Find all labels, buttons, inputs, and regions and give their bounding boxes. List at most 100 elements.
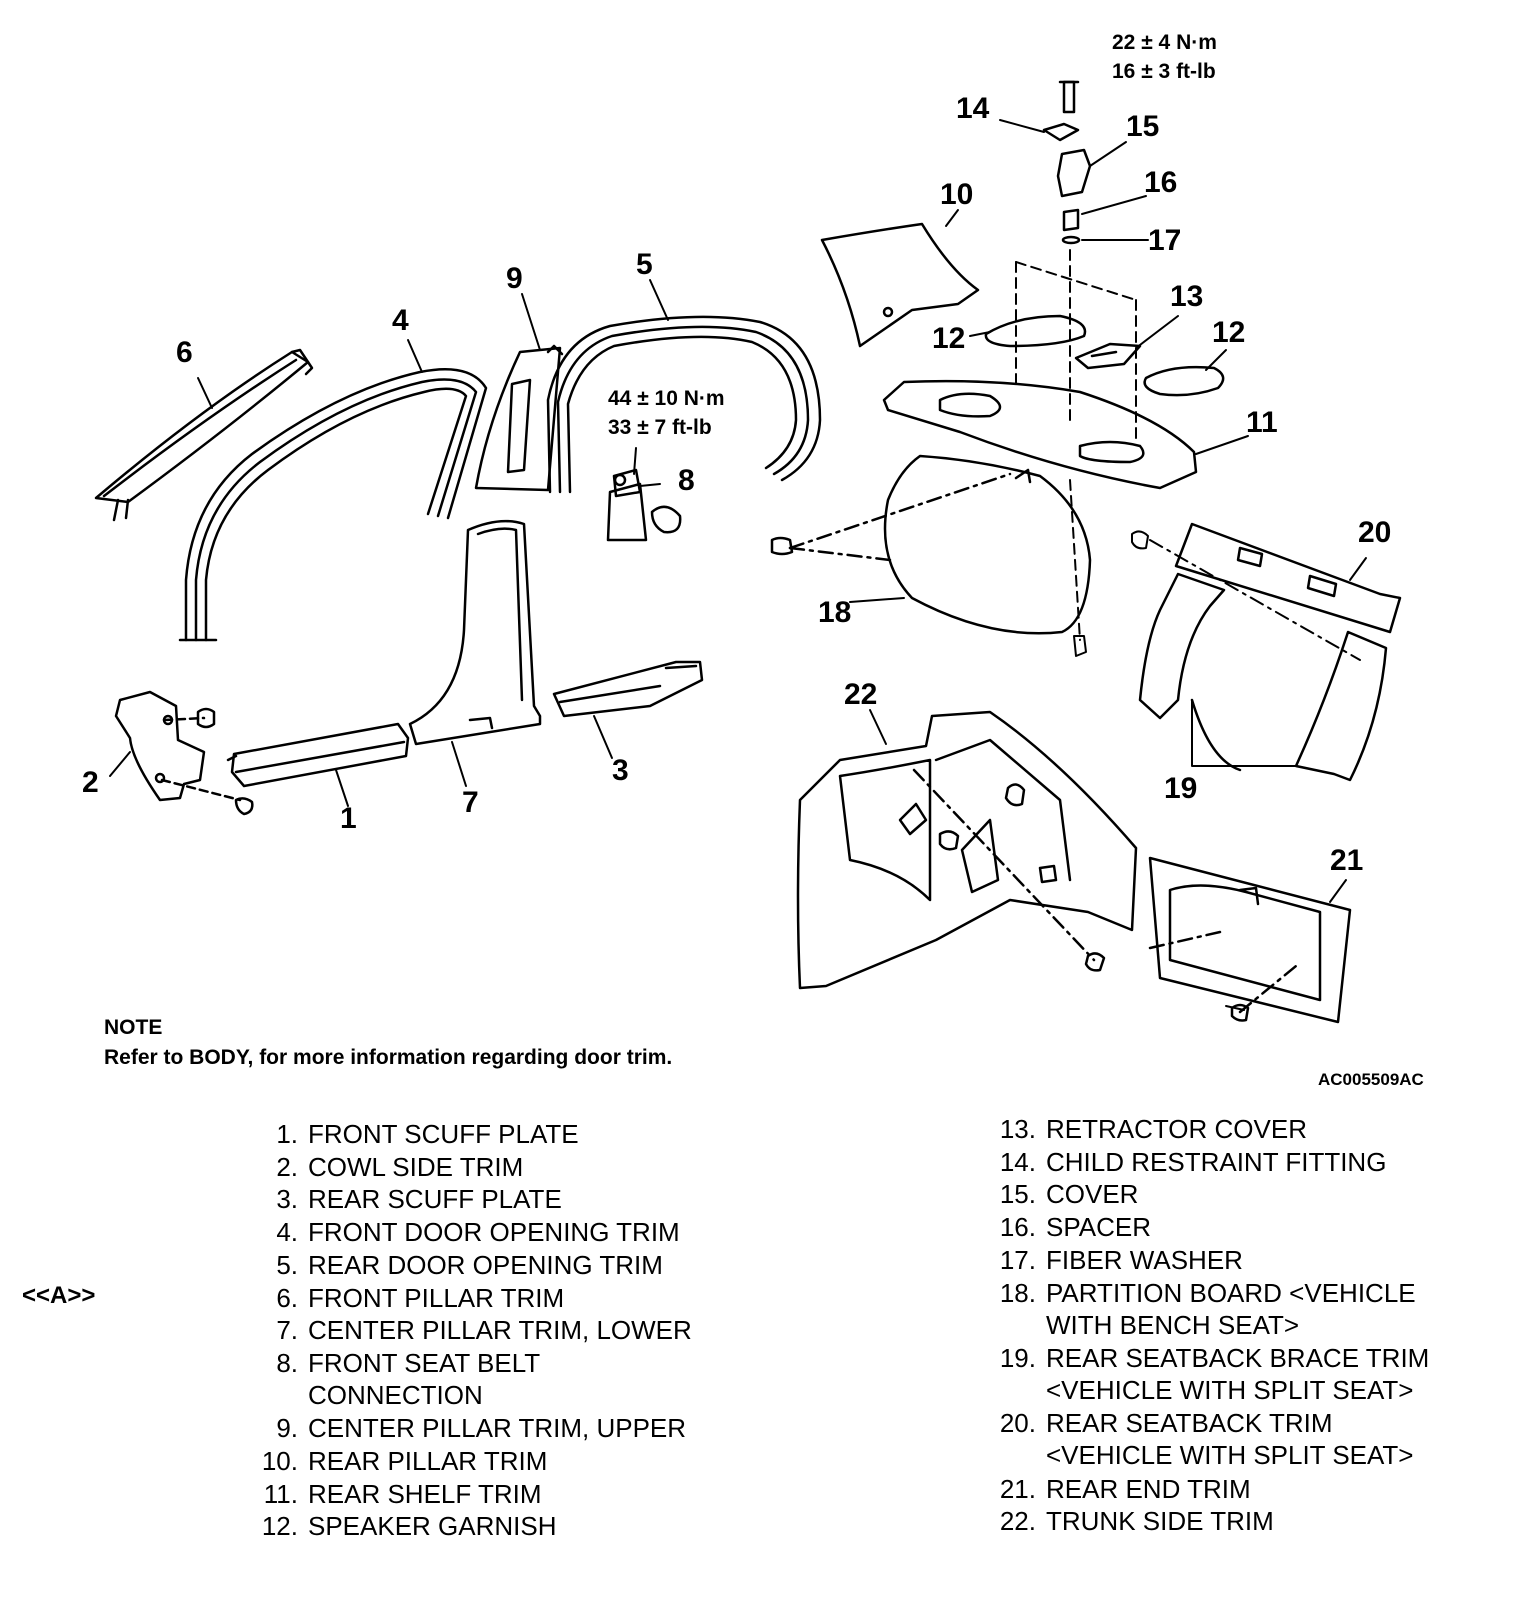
torque-belt-imperial: 33 ± 7 ft-lb	[608, 416, 712, 439]
note-text: Refer to BODY, for more information rega…	[104, 1046, 673, 1069]
legend-item-label: REAR SEATBACK TRIM<VEHICLE WITH SPLIT SE…	[1046, 1407, 1413, 1471]
front-pillar-trim-part	[94, 348, 314, 522]
legend-item-line: FRONT DOOR OPENING TRIM	[308, 1217, 680, 1248]
legend-item-line: CONNECTION	[308, 1379, 483, 1410]
legend-item-line: RETRACTOR COVER	[1046, 1114, 1307, 1144]
legend-item-line: <VEHICLE WITH SPLIT SEAT>	[1046, 1440, 1414, 1471]
front-scuff-plate-part	[226, 722, 410, 788]
callout-21: 21	[1330, 844, 1364, 877]
legend-item-line: REAR SHELF TRIM	[308, 1478, 542, 1509]
legend-item-label: SPACER	[1046, 1211, 1151, 1243]
legend-item-number: 21.	[999, 1473, 1036, 1504]
legend-item-label: SPEAKER GARNISH	[308, 1510, 557, 1542]
rear-scuff-plate-part	[552, 660, 704, 718]
legend-item-number: 8.	[276, 1347, 298, 1378]
callout-22: 22	[844, 678, 878, 711]
legend-item-line: CHILD RESTRAINT FITTING	[1046, 1146, 1387, 1177]
figure-code: AC005509AC	[1318, 1070, 1424, 1089]
torque-spec-belt: 44 ± 10 N·m 33 ± 7 ft-lb	[608, 384, 725, 442]
callout-16: 16	[1144, 166, 1178, 199]
legend-item-line: REAR SEATBACK BRACE TRIM	[1046, 1342, 1430, 1373]
callout-14: 14	[956, 92, 990, 125]
torque-top-imperial: 16 ± 3 ft-lb	[1112, 60, 1216, 83]
callout-19: 19	[1164, 772, 1198, 805]
legend-item-label: FIBER WASHER	[1046, 1244, 1243, 1276]
legend-item-number: 1.	[276, 1119, 298, 1149]
legend-item-line: FIBER WASHER	[1046, 1244, 1243, 1275]
speaker-garnish-part	[984, 314, 1225, 397]
legend-item-line: COWL SIDE TRIM	[308, 1151, 524, 1182]
rear-end-trim-part	[1148, 856, 1352, 1024]
legend-item-label: FRONT PILLAR TRIM	[308, 1282, 564, 1314]
note-title: NOTE	[104, 1016, 163, 1039]
legend-item-label: REAR PILLAR TRIM	[308, 1445, 547, 1477]
callout-2: 2	[82, 766, 99, 799]
legend-item-label: FRONT DOOR OPENING TRIM	[308, 1216, 680, 1248]
legend-item-number: 20.	[999, 1408, 1036, 1439]
callout-18: 18	[818, 596, 852, 629]
legend-item-line: REAR DOOR OPENING TRIM	[308, 1249, 663, 1280]
legend-item-line: PARTITION BOARD <VEHICLE	[1046, 1277, 1416, 1308]
legend-item-number: 5.	[276, 1249, 298, 1280]
legend-item-number: 16.	[999, 1212, 1036, 1243]
legend-item-number: 9.	[276, 1413, 298, 1444]
legend-item-label: COWL SIDE TRIM	[308, 1151, 523, 1183]
legend-item-number: 15.	[999, 1179, 1036, 1210]
legend-item-number: 2.	[276, 1151, 298, 1182]
rear-seatback-trim-part	[1174, 522, 1402, 634]
center-pillar-upper-part	[474, 344, 564, 492]
legend-item-label: CHILD RESTRAINT FITTING	[1046, 1146, 1386, 1178]
callout-6: 6	[176, 336, 193, 369]
legend-item-line: FRONT SCUFF PLATE	[308, 1119, 579, 1149]
legend-item-line: FRONT PILLAR TRIM	[308, 1282, 565, 1313]
legend-item-label: TRUNK SIDE TRIM	[1046, 1505, 1274, 1537]
legend-item-line: REAR SCUFF PLATE	[308, 1184, 562, 1215]
legend-item-number: 6.	[276, 1282, 298, 1313]
legend-item-number: 4.	[276, 1217, 298, 1248]
legend-item-label: REAR END TRIM	[1046, 1473, 1251, 1505]
legend-item-number: 7.	[276, 1315, 298, 1346]
cowl-side-trim-part	[114, 690, 254, 816]
legend-item-line: SPACER	[1046, 1212, 1151, 1243]
legend-item-label: REAR DOOR OPENING TRIM	[308, 1249, 663, 1281]
legend-item-number: 11.	[263, 1478, 298, 1509]
callout-12-left: 12	[932, 322, 966, 355]
legend-item-line: SPEAKER GARNISH	[308, 1511, 557, 1542]
legend-item-number: 19.	[999, 1342, 1036, 1373]
legend-item-line: REAR PILLAR TRIM	[308, 1446, 548, 1476]
callout-7: 7	[462, 786, 479, 819]
legend-item-line: <VEHICLE WITH SPLIT SEAT>	[1046, 1374, 1414, 1405]
legend-item-line: FRONT SEAT BELT	[308, 1347, 541, 1378]
legend-item-number: 3.	[276, 1184, 298, 1215]
front-door-opening-trim-part	[178, 368, 488, 642]
retractor-cover-part	[1074, 342, 1142, 370]
legend-item-label: REAR SEATBACK BRACE TRIM<VEHICLE WITH SP…	[1046, 1342, 1429, 1406]
legend-item-line: REAR END TRIM	[1046, 1473, 1251, 1504]
legend-item-label: CENTER PILLAR TRIM, UPPER	[308, 1412, 686, 1444]
torque-top-metric: 22 ± 4 N·m	[1112, 31, 1217, 54]
legend-item-label: CENTER PILLAR TRIM, LOWER	[308, 1314, 692, 1346]
exploded-parts-diagram	[94, 80, 1402, 1024]
callout-5: 5	[636, 248, 653, 281]
legend-item-line: WITH BENCH SEAT>	[1046, 1309, 1300, 1340]
legend-item-number: 10.	[261, 1446, 298, 1476]
seat-belt-connection-part	[606, 468, 682, 542]
legend-item-number: 22.	[999, 1506, 1036, 1537]
trunk-side-trim-part	[796, 710, 1138, 990]
callout-4: 4	[392, 304, 409, 337]
legend-item-number: 14.	[999, 1146, 1036, 1177]
callout-20: 20	[1358, 516, 1392, 549]
center-pillar-lower-part	[408, 519, 542, 746]
callout-15: 15	[1126, 110, 1160, 143]
callout-13: 13	[1170, 280, 1204, 313]
legend-item-line: CENTER PILLAR TRIM, LOWER	[308, 1315, 692, 1346]
callout-3: 3	[612, 754, 629, 787]
torque-spec-top: 22 ± 4 N·m 16 ± 3 ft-lb	[1112, 28, 1217, 86]
legend-item-label: FRONT SCUFF PLATE	[308, 1118, 579, 1150]
legend-item-label: REAR SHELF TRIM	[308, 1478, 542, 1510]
partition-board-part	[770, 454, 1092, 635]
legend-item-number: 18.	[999, 1277, 1036, 1308]
legend-item-line: REAR SEATBACK TRIM	[1046, 1408, 1333, 1439]
callout-1: 1	[340, 802, 357, 835]
